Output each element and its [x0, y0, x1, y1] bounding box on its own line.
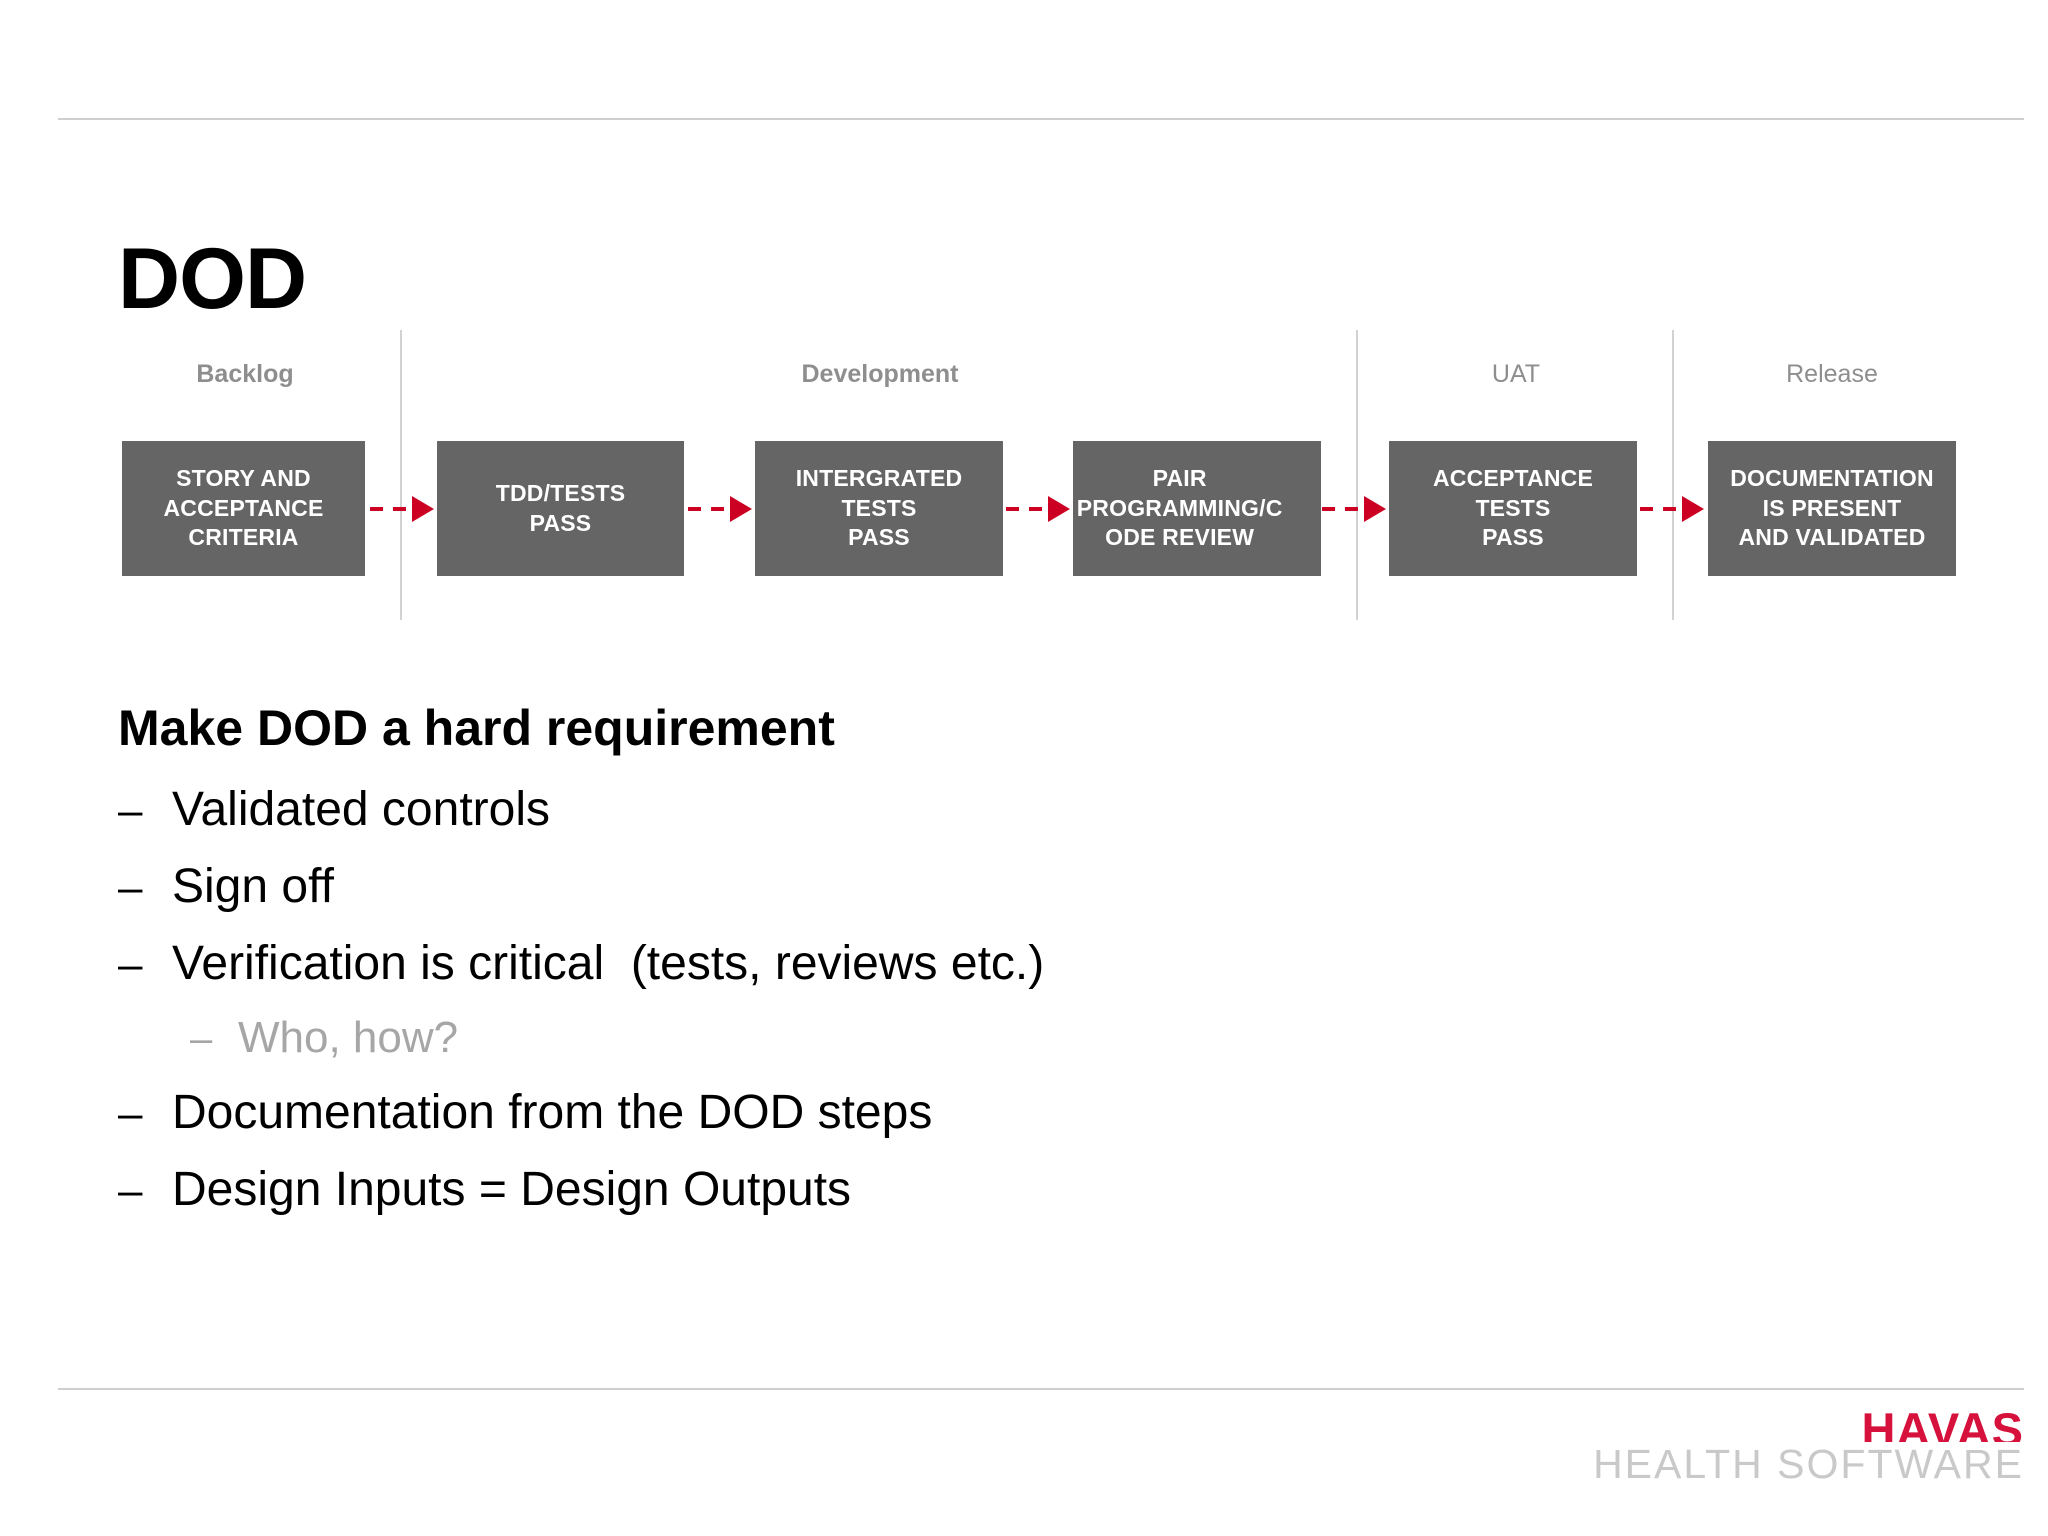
bullet-dash-icon: –: [118, 939, 143, 989]
bullet-item-1: –Sign off: [118, 859, 1818, 914]
arrow-shaft-icon: [370, 507, 413, 511]
phase-label-uat: UAT: [1491, 360, 1541, 388]
arrow-head-icon: [412, 496, 434, 522]
bullet-dash-icon: –: [118, 1165, 143, 1215]
bullet-text: Validated controls: [172, 783, 550, 836]
bullet-item-2: –Verification is critical (tests, review…: [118, 936, 1818, 991]
havas-wordmark: HAVAS: [1861, 1406, 2024, 1442]
flow-arrow-4: [1640, 496, 1704, 522]
bullet-item-5: –Design Inputs = Design Outputs: [118, 1162, 1818, 1217]
bullet-dash-icon: –: [118, 862, 143, 912]
bullet-text: Who, how?: [238, 1013, 459, 1063]
bullet-dash-icon: –: [118, 1088, 143, 1138]
arrow-head-icon: [1364, 496, 1386, 522]
arrow-shaft-icon: [1640, 507, 1683, 511]
page-title: DOD: [118, 230, 307, 327]
phase-label-release: Release: [1786, 360, 1878, 388]
arrow-shaft-icon: [1322, 507, 1365, 511]
phase-separator-0: [400, 330, 402, 620]
bullet-dash-icon: –: [118, 786, 143, 835]
bullet-item-3: –Who, how?: [190, 1013, 1818, 1063]
phase-separator-1: [1356, 330, 1358, 620]
phase-label-backlog: Backlog: [196, 360, 294, 388]
header-divider: [58, 118, 2024, 120]
flow-arrow-3: [1322, 496, 1386, 522]
flow-arrow-0: [370, 496, 434, 522]
bullet-text: Verification is critical (tests, reviews…: [172, 936, 1045, 990]
body-heading: Make DOD a hard requirement: [118, 700, 835, 756]
arrow-shaft-icon: [1006, 507, 1049, 511]
bullet-text: Sign off: [172, 859, 334, 913]
arrow-head-icon: [730, 496, 752, 522]
body-content: Make DOD a hard requirement –Validated c…: [118, 700, 1818, 1240]
havas-tagline: HEALTH SOFTWARE: [1593, 1441, 2024, 1487]
bullet-text: Documentation from the DOD steps: [172, 1085, 933, 1139]
bullet-text: Design Inputs = Design Outputs: [172, 1162, 852, 1216]
phase-separator-2: [1672, 330, 1674, 620]
arrow-head-icon: [1048, 496, 1070, 522]
flow-arrow-2: [1006, 496, 1070, 522]
bullet-dash-icon: –: [190, 1017, 213, 1062]
brand-logo: HAVAS HEALTH SOFTWARE: [1593, 1406, 2024, 1485]
flow-arrow-1: [688, 496, 752, 522]
bullet-list: –Validated controls–Sign off–Verificatio…: [118, 783, 1818, 1217]
footer-divider: [58, 1388, 2024, 1390]
arrow-head-icon: [1682, 496, 1704, 522]
bullet-item-4: –Documentation from the DOD steps: [118, 1085, 1818, 1140]
bullet-item-0: –Validated controls: [118, 783, 1818, 837]
arrow-shaft-icon: [688, 507, 731, 511]
phase-label-development: Development: [801, 360, 959, 388]
